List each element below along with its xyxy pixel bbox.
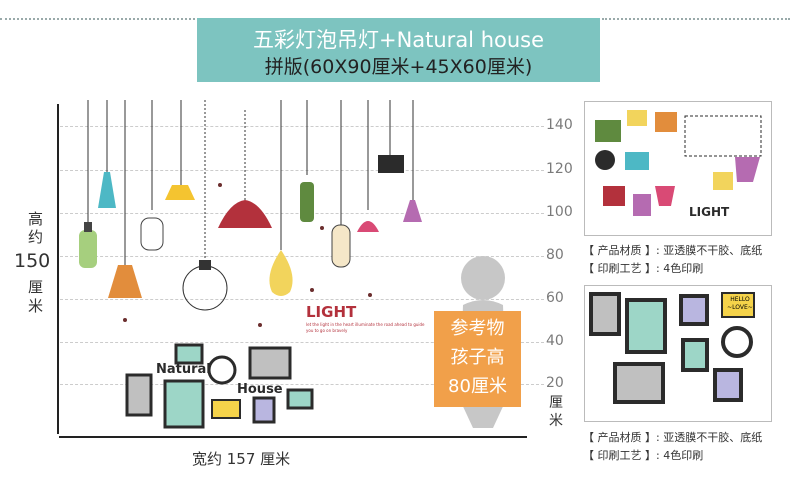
kid-label-line1: 参考物 <box>450 318 505 339</box>
product-process-1: 【 印刷工艺 】: 4色印刷 <box>583 262 704 275</box>
pendant-black-drum <box>378 155 404 173</box>
scale-tick-label: 140 <box>546 117 573 133</box>
preview-hello-love: HELLO ~LOVE~ <box>727 296 753 311</box>
scale-gridline <box>60 126 544 127</box>
pendant-yellow-shade <box>165 185 195 200</box>
scale-gridline <box>60 384 544 385</box>
scale-tick-label: 80 <box>546 247 564 263</box>
banner-title: 五彩灯泡吊灯+Natural house <box>252 28 545 52</box>
preview-frame-8 <box>713 368 743 402</box>
height-label-unit-1: 厘 <box>28 278 44 296</box>
pendant-pink-tulip <box>357 221 379 232</box>
height-label-unit-2: 米 <box>28 297 44 315</box>
scale-gridline <box>60 170 544 171</box>
pendant-olive-bottle <box>300 182 314 222</box>
preview-sheet-frames: HELLO ~LOVE~ <box>584 285 772 422</box>
preview-frame-7 <box>613 362 665 404</box>
product-material-1: 【 产品材质 】: 亚透膜不干胶、底纸 <box>583 244 763 257</box>
product-material-2: 【 产品材质 】: 亚透膜不干胶、底纸 <box>583 431 763 444</box>
height-label-prefix: 高约 <box>28 210 44 246</box>
preview-frame-5 <box>681 338 709 372</box>
pendant-red-dome <box>218 200 272 228</box>
wall-sticker-illustration <box>79 100 422 429</box>
pendant-orange-plaid <box>108 265 142 298</box>
house-text: House <box>237 382 283 397</box>
kid-label-line3: 80厘米 <box>448 376 507 397</box>
height-bracket <box>57 104 59 434</box>
scale-tick-label: 120 <box>546 161 573 177</box>
pendant-green-bottle <box>79 222 97 268</box>
light-tagline: let the light in the heart illuminate th… <box>306 322 425 333</box>
kid-label-line2: 孩子高 <box>450 347 505 368</box>
height-label-value: 150 <box>14 250 51 272</box>
pendant-teal-cone <box>98 172 116 208</box>
scale-gridline <box>60 342 544 343</box>
banner-subtitle: 拼版(60X90厘米+45X60厘米) <box>264 56 533 78</box>
pendant-wire-cage-1 <box>140 217 164 251</box>
pendant-lantern <box>331 224 351 268</box>
title-banner: 五彩灯泡吊灯+Natural house 拼版(60X90厘米+45X60厘米) <box>197 18 600 82</box>
scale-tick-label: 60 <box>546 290 564 306</box>
preview-frame-1 <box>589 292 621 336</box>
preview-frame-6 <box>721 326 753 358</box>
natural-text: Natural <box>156 362 211 377</box>
scale-unit-2: 米 <box>549 413 563 429</box>
width-label: 宽约 157 厘米 <box>192 450 291 468</box>
preview-frame-2 <box>625 298 667 354</box>
pendant-wire-globe <box>182 260 228 311</box>
scale-tick-label: 40 <box>546 333 564 349</box>
preview-light-heading: LIGHT <box>689 205 730 219</box>
preview-frame-3 <box>679 294 709 326</box>
product-process-2: 【 印刷工艺 】: 4色印刷 <box>583 449 704 462</box>
scale-tick-label: 100 <box>546 204 573 220</box>
pendant-purple-cone <box>403 200 422 222</box>
preview-frame-4 <box>721 292 755 318</box>
top-dotted-rule-left <box>0 18 195 20</box>
photo-frames <box>125 343 314 429</box>
scale-gridline <box>60 299 544 300</box>
top-dotted-rule-right <box>602 18 790 20</box>
preview-sheet-lights: LIGHT <box>584 101 772 236</box>
width-bracket <box>59 436 527 438</box>
scale-tick-label: 20 <box>546 375 564 391</box>
light-heading: LIGHT <box>306 303 357 321</box>
reference-child-label: 参考物 孩子高 80厘米 <box>434 311 521 407</box>
scale-gridline <box>60 256 544 257</box>
scale-unit-1: 厘 <box>549 395 563 411</box>
preview-lights-art <box>595 110 762 216</box>
pendant-yellow-bulb <box>269 250 293 296</box>
